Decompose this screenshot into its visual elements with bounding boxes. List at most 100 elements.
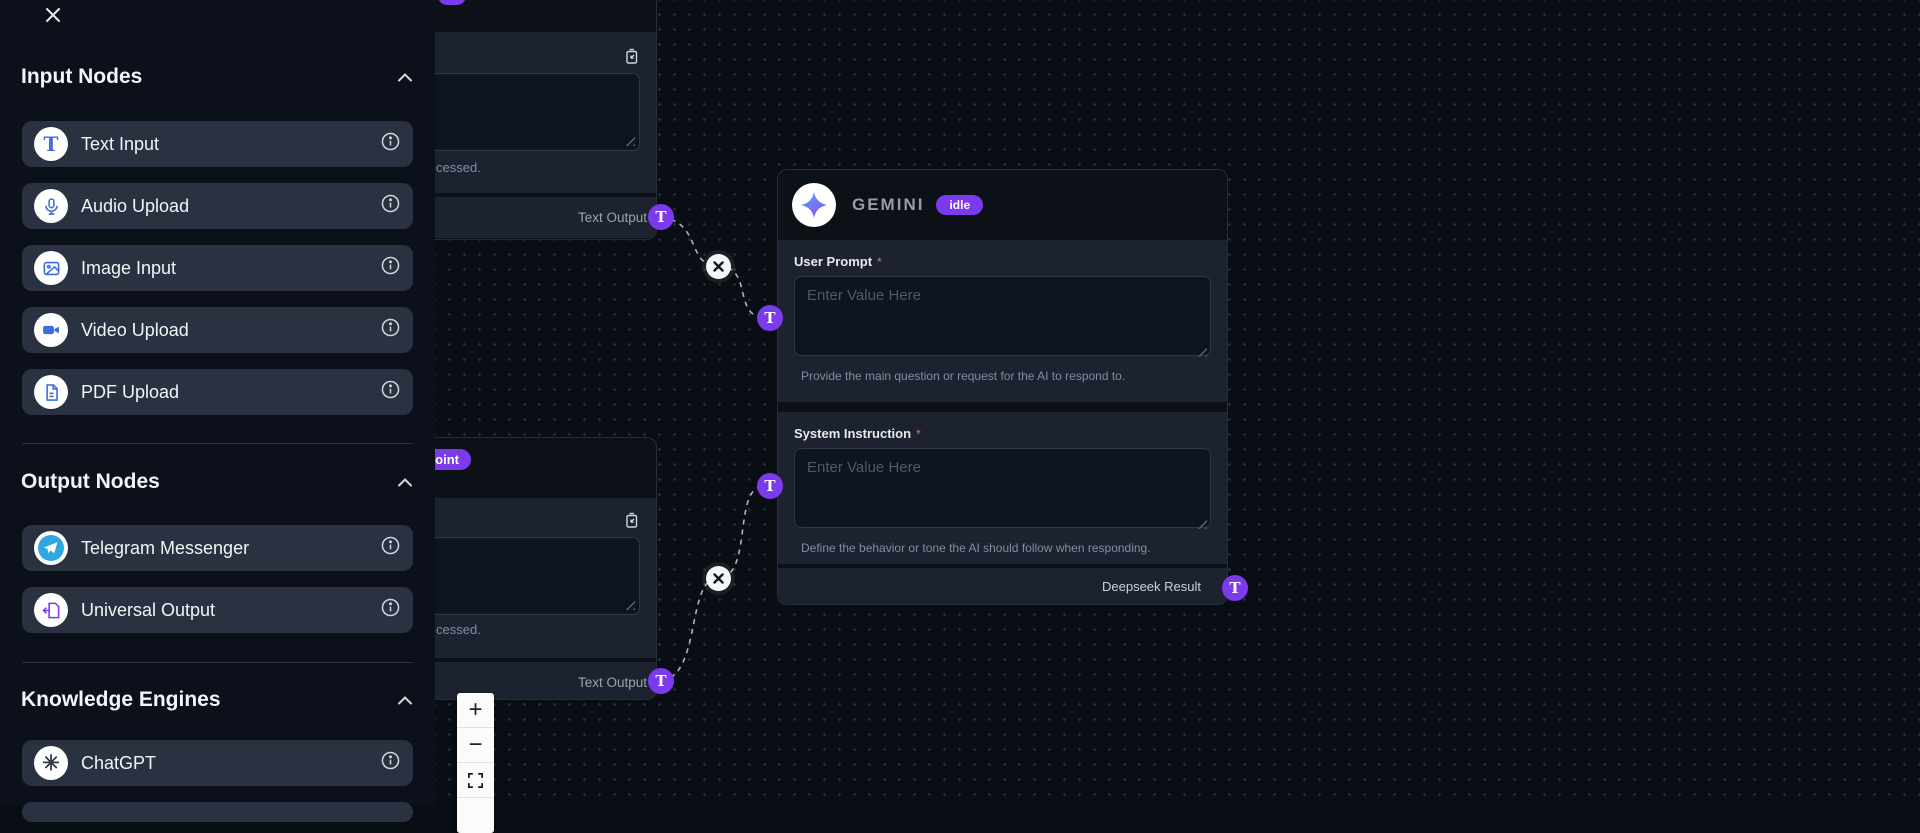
text-output-handle-bottom[interactable]: T bbox=[648, 668, 674, 694]
sidebar-item-pdf-upload[interactable]: PDF Upload bbox=[22, 369, 413, 415]
resize-grip-icon[interactable] bbox=[625, 600, 635, 610]
system-instruction-helper: Define the behavior or tone the AI shoul… bbox=[801, 541, 1211, 555]
system-instruction-section: System Instruction* Define the behavior … bbox=[778, 412, 1227, 564]
chevron-up-icon bbox=[397, 73, 413, 82]
resize-grip-icon[interactable] bbox=[625, 136, 635, 146]
close-icon bbox=[45, 7, 61, 23]
node-library-sidebar: Input Nodes T Text Input Audio Upload bbox=[0, 0, 435, 806]
info-button[interactable] bbox=[380, 131, 401, 157]
handle-t-glyph: T bbox=[764, 477, 775, 495]
sidebar-item-label: ChatGPT bbox=[81, 753, 380, 774]
section-divider bbox=[22, 443, 413, 444]
fit-view-icon bbox=[468, 773, 483, 788]
info-button[interactable] bbox=[380, 535, 401, 561]
canvas-zoom-controls: + − bbox=[457, 693, 494, 833]
info-icon bbox=[380, 317, 401, 338]
node-badge-fragment bbox=[438, 0, 466, 5]
info-icon bbox=[380, 750, 401, 771]
info-icon bbox=[380, 597, 401, 618]
section-header-knowledge-engines[interactable]: Knowledge Engines bbox=[21, 686, 413, 714]
sidebar-item-audio-upload[interactable]: Audio Upload bbox=[22, 183, 413, 229]
section-title: Knowledge Engines bbox=[21, 688, 221, 712]
gemini-node-footer: Deepseek Result bbox=[778, 568, 1227, 604]
edge-delete-button-bottom[interactable] bbox=[706, 566, 731, 591]
required-mark: * bbox=[916, 427, 921, 441]
sidebar-item-video-upload[interactable]: Video Upload bbox=[22, 307, 413, 353]
node-textarea[interactable] bbox=[399, 73, 640, 151]
section-header-output-nodes[interactable]: Output Nodes bbox=[21, 468, 413, 496]
sidebar-item-telegram-messenger[interactable]: Telegram Messenger bbox=[22, 525, 413, 571]
section-title: Input Nodes bbox=[21, 65, 142, 89]
section-divider bbox=[22, 662, 413, 663]
required-mark: * bbox=[877, 255, 882, 269]
sidebar-item-label: PDF Upload bbox=[81, 382, 380, 403]
close-x-icon bbox=[713, 573, 724, 584]
node-helper-fragment: cessed. bbox=[436, 160, 481, 175]
info-button[interactable] bbox=[380, 750, 401, 776]
info-icon bbox=[380, 535, 401, 556]
plus-icon: + bbox=[468, 696, 482, 724]
chevron-up-icon bbox=[397, 696, 413, 705]
section-header-input-nodes[interactable]: Input Nodes bbox=[21, 63, 413, 91]
zoom-in-button[interactable]: + bbox=[457, 693, 494, 728]
copy-icon[interactable] bbox=[623, 48, 640, 70]
sidebar-item-label: Audio Upload bbox=[81, 196, 380, 217]
sidebar-item-partial[interactable] bbox=[22, 802, 413, 822]
section-title: Output Nodes bbox=[21, 470, 160, 494]
sidebar-item-chatgpt[interactable]: ✳ ChatGPT bbox=[22, 740, 413, 786]
system-instruction-target-handle[interactable]: T bbox=[757, 473, 783, 499]
sidebar-item-label: Telegram Messenger bbox=[81, 538, 380, 559]
text-t-glyph: T bbox=[44, 132, 59, 156]
info-icon bbox=[380, 255, 401, 276]
edge-delete-button-top[interactable] bbox=[706, 254, 731, 279]
user-prompt-section: User Prompt* Provide the main question o… bbox=[778, 240, 1227, 402]
info-button[interactable] bbox=[380, 597, 401, 623]
universal-output-icon bbox=[34, 593, 68, 627]
info-button[interactable] bbox=[380, 255, 401, 281]
user-prompt-target-handle[interactable]: T bbox=[757, 305, 783, 331]
sidebar-item-label: Video Upload bbox=[81, 320, 380, 341]
info-icon bbox=[380, 193, 401, 214]
sidebar-item-label: Image Input bbox=[81, 258, 380, 279]
info-button[interactable] bbox=[380, 193, 401, 219]
handle-t-glyph: T bbox=[1229, 579, 1240, 597]
image-icon bbox=[34, 251, 68, 285]
gemini-node[interactable]: GEMINI idle User Prompt* Provide the mai… bbox=[777, 169, 1228, 605]
text-input-icon: T bbox=[34, 127, 68, 161]
info-button[interactable] bbox=[380, 379, 401, 405]
sidebar-item-universal-output[interactable]: Universal Output bbox=[22, 587, 413, 633]
zoom-out-button[interactable]: − bbox=[457, 728, 494, 763]
deepseek-result-label: Deepseek Result bbox=[1102, 579, 1201, 594]
system-instruction-input[interactable] bbox=[794, 448, 1211, 528]
deepseek-result-source-handle[interactable]: T bbox=[1222, 575, 1248, 601]
handle-t-glyph: T bbox=[655, 208, 666, 226]
output-port-label: Text Output bbox=[578, 210, 647, 225]
openai-knot-glyph: ✳ bbox=[42, 751, 60, 776]
copy-icon[interactable] bbox=[623, 512, 640, 534]
user-prompt-helper: Provide the main question or request for… bbox=[801, 369, 1211, 383]
fit-view-button[interactable] bbox=[457, 763, 494, 798]
node-textarea[interactable] bbox=[399, 537, 640, 615]
gemini-node-header[interactable]: GEMINI idle bbox=[778, 170, 1227, 240]
output-port-label: Text Output bbox=[578, 675, 647, 690]
info-button[interactable] bbox=[380, 317, 401, 343]
telegram-icon bbox=[34, 531, 68, 565]
sidebar-item-image-input[interactable]: Image Input bbox=[22, 245, 413, 291]
sidebar-close-button[interactable] bbox=[38, 0, 68, 30]
node-helper-fragment: cessed. bbox=[436, 622, 481, 637]
video-camera-icon bbox=[34, 313, 68, 347]
info-icon bbox=[380, 379, 401, 400]
user-prompt-input[interactable] bbox=[794, 276, 1211, 356]
sidebar-item-label: Universal Output bbox=[81, 600, 380, 621]
text-output-handle-top[interactable]: T bbox=[648, 204, 674, 230]
lock-button[interactable] bbox=[457, 798, 494, 833]
sidebar-item-label: Text Input bbox=[81, 134, 380, 155]
handle-t-glyph: T bbox=[764, 309, 775, 327]
handle-t-glyph: T bbox=[655, 672, 666, 690]
chatgpt-icon: ✳ bbox=[34, 746, 68, 780]
sidebar-item-text-input[interactable]: T Text Input bbox=[22, 121, 413, 167]
status-badge: idle bbox=[936, 195, 983, 215]
minus-icon: − bbox=[468, 731, 482, 759]
close-x-icon bbox=[713, 261, 724, 272]
info-icon bbox=[380, 131, 401, 152]
